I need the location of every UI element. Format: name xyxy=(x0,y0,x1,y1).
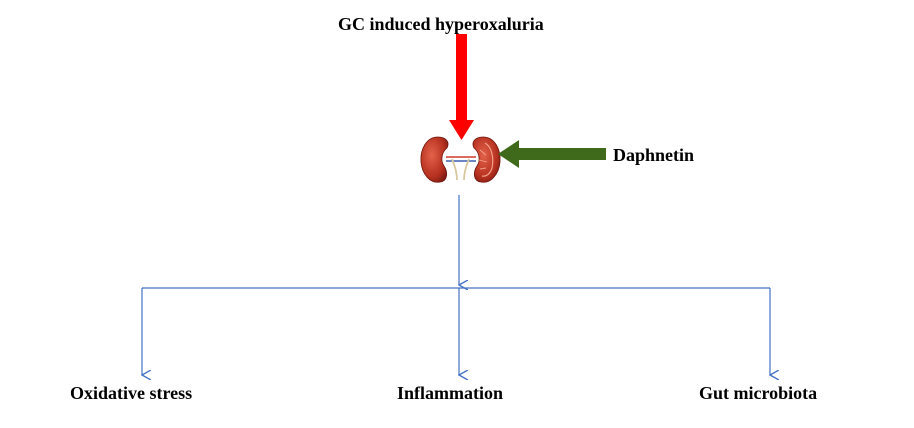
kidneys-icon xyxy=(420,136,501,183)
treatment-arrow xyxy=(498,140,606,168)
outcome-inflammation: Inflammation xyxy=(397,383,504,403)
outcome-oxidative-stress: Oxidative stress xyxy=(70,383,193,403)
outcome-gut-microbiota: Gut microbiota xyxy=(699,383,818,403)
inducer-label: GC induced hyperoxaluria xyxy=(338,14,544,34)
connector-tree xyxy=(142,195,770,375)
treatment-label: Daphnetin xyxy=(613,145,695,165)
inducer-arrow xyxy=(449,34,474,140)
